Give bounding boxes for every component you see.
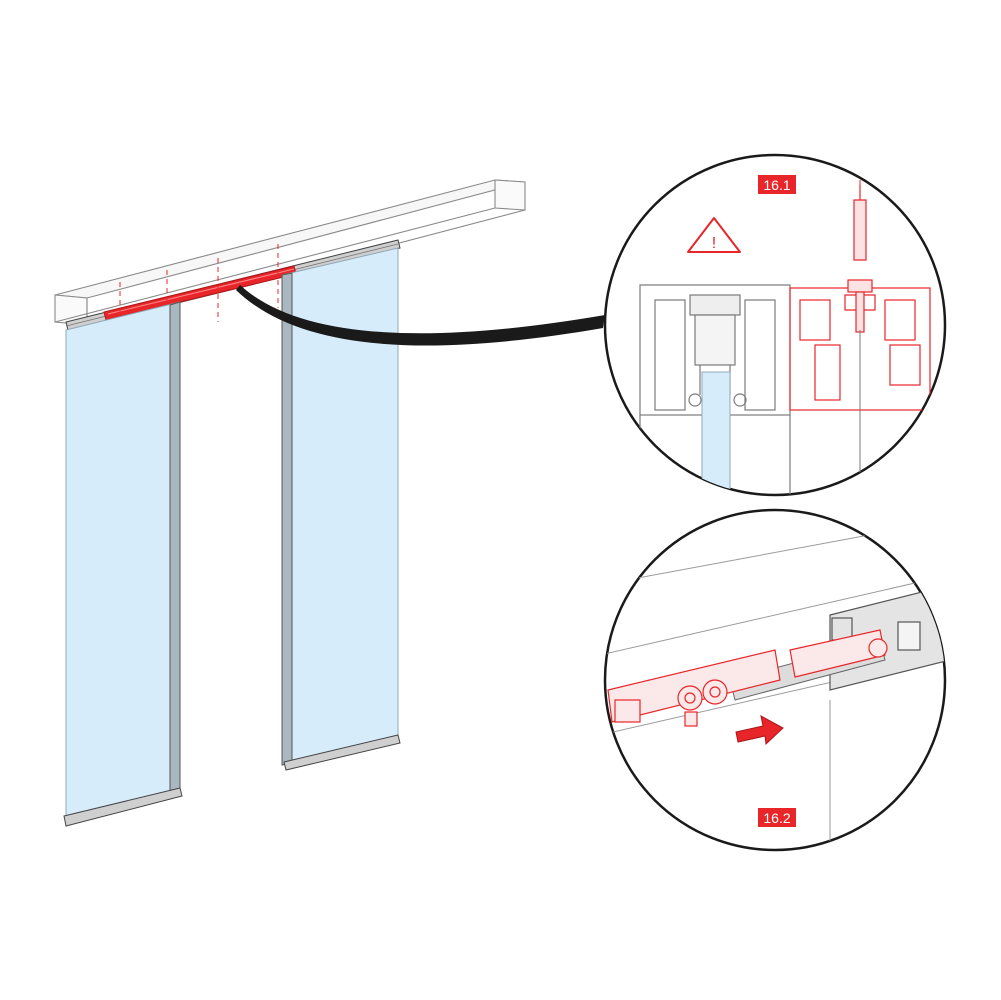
step-badge-16-2: 16.2 (758, 808, 796, 827)
left-glass-panel (63, 301, 183, 827)
fixing-screw (847, 185, 873, 333)
track-profile-section (639, 284, 791, 495)
ceiling-beam (54, 179, 526, 326)
step-badge-16-1: 16.1 (758, 175, 796, 194)
step-label-16-2: 16.2 (763, 810, 790, 826)
warning-symbol: ! (712, 235, 716, 252)
direction-arrow-icon (735, 715, 784, 746)
detail-16-1: ! 16.1 (603, 153, 947, 497)
callout-connector (236, 285, 605, 346)
detail-16-2: 16.2 (603, 508, 947, 852)
door-assembly (54, 179, 605, 827)
warning-triangle-icon: ! (687, 217, 741, 253)
step-label-16-1: 16.1 (763, 177, 790, 193)
glass-section (701, 371, 731, 495)
right-glass-panel (281, 247, 401, 771)
roller-carriage (607, 629, 888, 727)
